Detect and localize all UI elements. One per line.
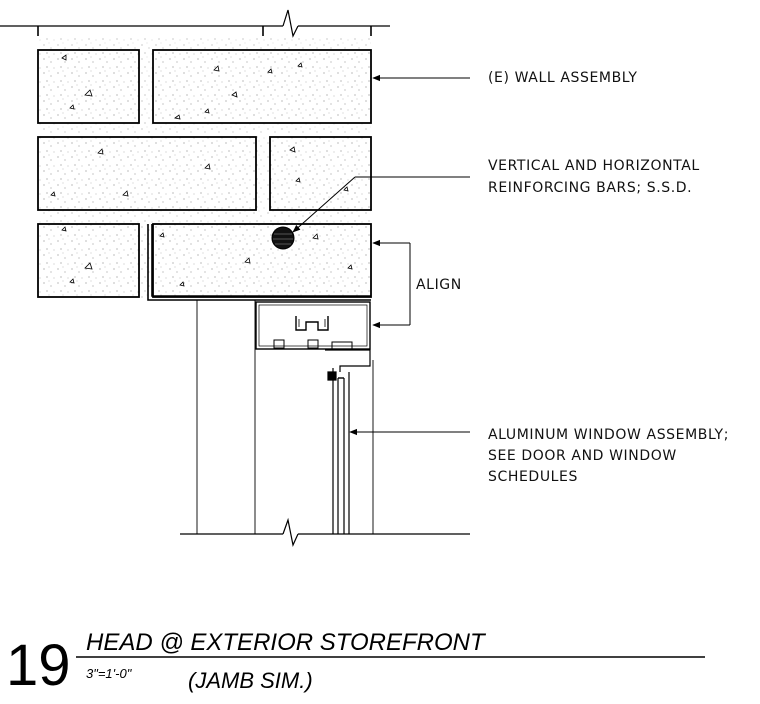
note-align: ALIGN xyxy=(416,277,462,293)
cmu-blocks xyxy=(37,49,372,298)
cmu-block xyxy=(37,136,257,211)
bottom-break-line xyxy=(180,517,470,547)
aggregate-marks xyxy=(50,54,353,287)
glazing-assembly xyxy=(325,349,371,534)
leaders xyxy=(292,74,470,436)
masonry-top-row xyxy=(37,26,372,36)
head-lintel xyxy=(147,224,371,301)
storefront-head-frame xyxy=(255,301,371,351)
cmu-block xyxy=(152,223,372,298)
cmu-block xyxy=(37,49,140,124)
rebar-ribs xyxy=(273,233,293,245)
opening-lines xyxy=(196,300,374,534)
note-rebar-line1: VERTICAL AND HORIZONTAL xyxy=(488,158,700,174)
cmu-block xyxy=(269,136,372,211)
note-wall-assembly: (E) WALL ASSEMBLY xyxy=(488,70,638,86)
rebar xyxy=(271,226,295,250)
note-window-line1: ALUMINUM WINDOW ASSEMBLY; xyxy=(488,427,729,443)
detail-number: 19 xyxy=(6,633,71,698)
note-rebar-line2: REINFORCING BARS; S.S.D. xyxy=(488,180,692,196)
note-window-line2: SEE DOOR AND WINDOW xyxy=(488,448,677,464)
top-break-line xyxy=(0,9,390,38)
title-block: 19 HEAD @ EXTERIOR STOREFRONT 3"=1'-0" (… xyxy=(6,629,705,698)
detail-subtitle: (JAMB SIM.) xyxy=(188,668,313,693)
cmu-block xyxy=(152,49,372,124)
note-window-line3: SCHEDULES xyxy=(488,469,578,485)
detail-scale: 3"=1'-0" xyxy=(86,666,133,681)
cmu-block xyxy=(37,223,140,298)
detail-title: HEAD @ EXTERIOR STOREFRONT xyxy=(86,629,487,656)
